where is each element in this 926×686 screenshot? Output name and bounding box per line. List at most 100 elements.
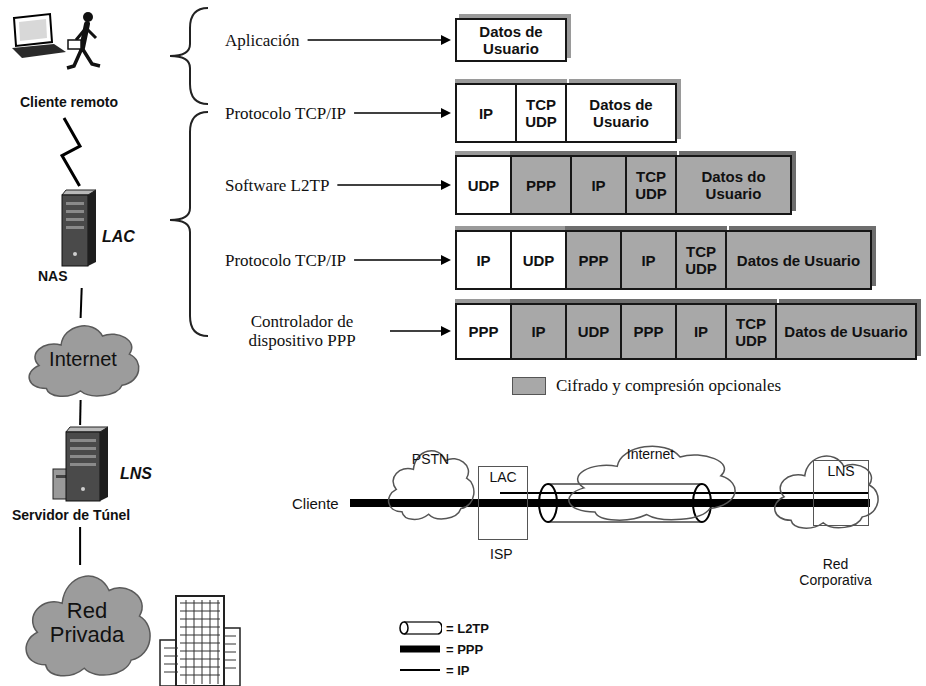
arrow-head [441,255,451,265]
legend-item: = L2TP [398,620,489,636]
cell-label: TCP UDP [629,168,673,202]
lns-server: LNSServidor de Túnel [12,425,157,527]
server-unit [56,475,66,478]
packet-header-cell: TCP UDP [675,230,727,290]
tube-edge [404,621,438,623]
arrow-head [441,35,451,45]
laptop-base [12,44,66,58]
packet-header-cell: TCP UDP [625,155,677,215]
laptop-screen [14,14,52,46]
legend-text: = IP [446,663,470,678]
person-legs [67,48,100,68]
packet-header-cell: IP [510,303,567,360]
server-slot [70,439,96,442]
packet-header-cell: IP [570,155,627,215]
network-link [79,400,82,425]
network-cloud: Internet [22,318,144,400]
cell-label: Datos de Usuario [784,323,907,340]
network-cloud: Internet [558,438,743,524]
packet-header-cell: PPP [620,303,677,360]
network-label: Red Corporativa [788,556,883,588]
legend-text: = PPP [446,642,483,657]
server-icon [52,425,110,503]
server-label: Servidor de Túnel [12,507,130,523]
packet-header-cell: PPP [455,303,512,360]
layer-label: Software L2TP [225,176,329,195]
layer-arrow [337,184,441,186]
server-slot [70,463,96,466]
packet-header-cell: Datos de Usuario [565,83,677,143]
tube-end [438,622,442,634]
server-slot [66,202,84,205]
packet-header-cell: IP [455,83,517,143]
packet-header-cell: IP [675,303,727,360]
server-front [66,432,100,501]
packet-header-cell: IP [455,230,512,290]
packet-header-cell: Datos do Usuario [675,155,792,215]
cell-label: Datos do Usuario [679,168,788,202]
server-led [81,487,85,491]
server-side [88,190,96,266]
network-cloud: PSTN [383,443,478,523]
cell-label: UDP [523,252,555,269]
server-slot [66,210,84,213]
thick-line [400,646,440,653]
packet-header-cell: UDP [510,230,567,290]
packet-header-cell: TCP UDP [515,83,567,143]
box-label: LAC [489,469,516,485]
server-slot [70,455,96,458]
cloud-shape [775,456,878,528]
briefcase [68,40,81,49]
cell-label: PPP [633,323,663,340]
cell-label: TCP UDP [679,243,723,277]
packet-header-cell: Datos de Usuario [455,18,567,62]
person-arms [76,28,96,40]
cloud-shape [389,451,474,520]
laptop-display [19,19,47,41]
network-cloud: Red Corporativa LNS [768,448,883,588]
legend-text: = L2TP [446,621,489,636]
cloud-label: Internet [627,446,674,462]
endpoint-label: Cliente [292,495,339,512]
cell-label: TCP UDP [729,315,773,349]
layer-label: Protocolo TCP/IP [225,251,346,270]
cell-label: IP [694,323,708,340]
cloud-label: Internet [49,348,117,370]
endpoint-label: ISP [490,546,513,562]
person-head [83,12,93,22]
server-slot [66,218,84,221]
layer-arrow [390,330,441,332]
packet-header-cell: Datos de Usuario [775,303,917,360]
layer-label: Protocolo TCP/IP [225,104,346,123]
tunnel-lines [350,484,870,522]
cell-label: TCP UDP [519,96,563,130]
box-label: LNS [827,463,854,479]
server-led [73,252,77,256]
layer-arrow [354,112,441,114]
layer-label: Controlador de dispositivo PPP [222,312,382,350]
cloud-label: PSTN [412,451,449,467]
thin-line [400,669,440,671]
cell-label: IP [479,105,493,122]
packet-header-cell: TCP UDP [725,303,777,360]
cloud-shape [569,446,735,520]
server-slot [66,226,84,229]
tube-end [400,622,408,634]
server-icon [58,188,98,268]
tube-edge [404,633,438,635]
brace [170,112,208,336]
lightning-link [62,118,80,186]
legend-item: = IP [398,662,470,678]
server-label: LAC [102,228,135,246]
network-cloud: Red Privada [18,565,156,681]
cell-label: UDP [468,177,500,194]
server-side [100,427,108,501]
cell-label: IP [476,252,490,269]
arrow-head [441,326,451,336]
legend-text: Cifrado y compresión opcionales [556,376,781,395]
packet-header-cell: UDP [565,303,622,360]
cloud-shape [29,326,139,396]
packet-header-cell: UDP [455,155,512,215]
laptop-person-icon [8,8,108,88]
